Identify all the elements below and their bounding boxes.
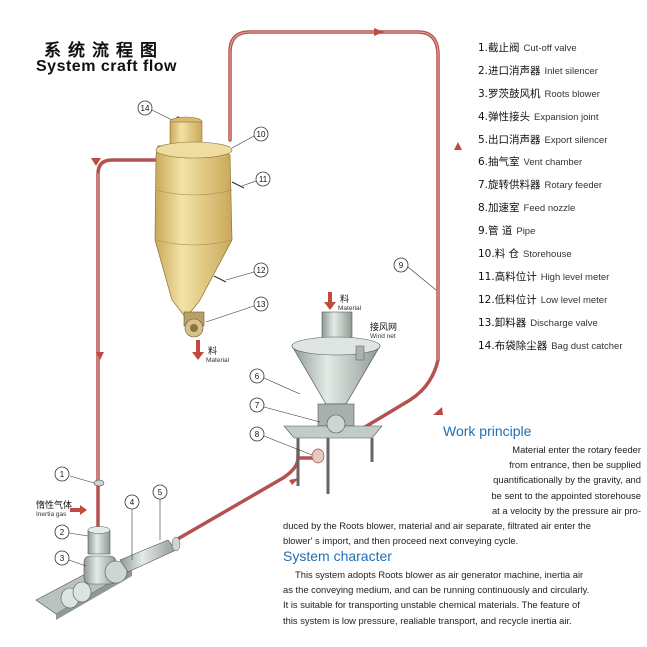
inertia-gas-cn: 惰性气体 — [36, 501, 73, 511]
material-in-cn: 料 — [340, 295, 350, 305]
callout-3: 3 — [60, 554, 65, 563]
storehouse-silo — [154, 116, 245, 338]
work-principle-text-top: Material enter the rotary feeder from en… — [491, 444, 641, 516]
wind-net-en: Wind net — [370, 333, 396, 340]
title-cn: 系统流程图 — [44, 41, 164, 61]
callout-9: 9 — [399, 261, 404, 270]
callout-11: 11 — [259, 175, 268, 184]
callout-8: 8 — [255, 430, 260, 439]
work-principle-text-bottom: duced by the Roots blower, material and … — [283, 520, 591, 547]
callout-5: 5 — [158, 488, 163, 497]
title-en: System craft flow — [36, 58, 177, 75]
callout-14: 14 — [141, 104, 150, 113]
pipe-highlight — [97, 31, 439, 486]
material-out-cn: 料 — [208, 347, 218, 357]
system-character-heading: System character — [283, 548, 392, 564]
flow-arrows — [91, 28, 462, 485]
callout-12: 12 — [257, 266, 266, 275]
callout-2: 2 — [60, 528, 65, 537]
inertia-gas-en: Inertia gas — [36, 511, 67, 518]
wind-net-cn: 接风网 — [370, 323, 398, 333]
callout-10: 10 — [257, 130, 266, 139]
material-in-arrow — [324, 292, 336, 310]
system-character-text: This system adopts Roots blower as air g… — [283, 569, 590, 626]
material-in-en: Material — [338, 305, 362, 312]
callout-6: 6 — [255, 372, 260, 381]
callouts: 1 2 3 4 5 6 7 8 9 10 11 12 — [54, 100, 437, 567]
callout-13: 13 — [257, 300, 266, 309]
work-principle-heading: Work principle — [443, 423, 532, 439]
material-out-en: Material — [206, 357, 230, 364]
callout-7: 7 — [255, 401, 260, 410]
material-out-arrow — [192, 340, 204, 360]
blower-unit — [35, 479, 181, 620]
inertia-gas-arrow — [70, 505, 87, 515]
callout-4: 4 — [130, 498, 135, 507]
callout-1: 1 — [60, 470, 65, 479]
feeder-unit — [283, 311, 383, 494]
